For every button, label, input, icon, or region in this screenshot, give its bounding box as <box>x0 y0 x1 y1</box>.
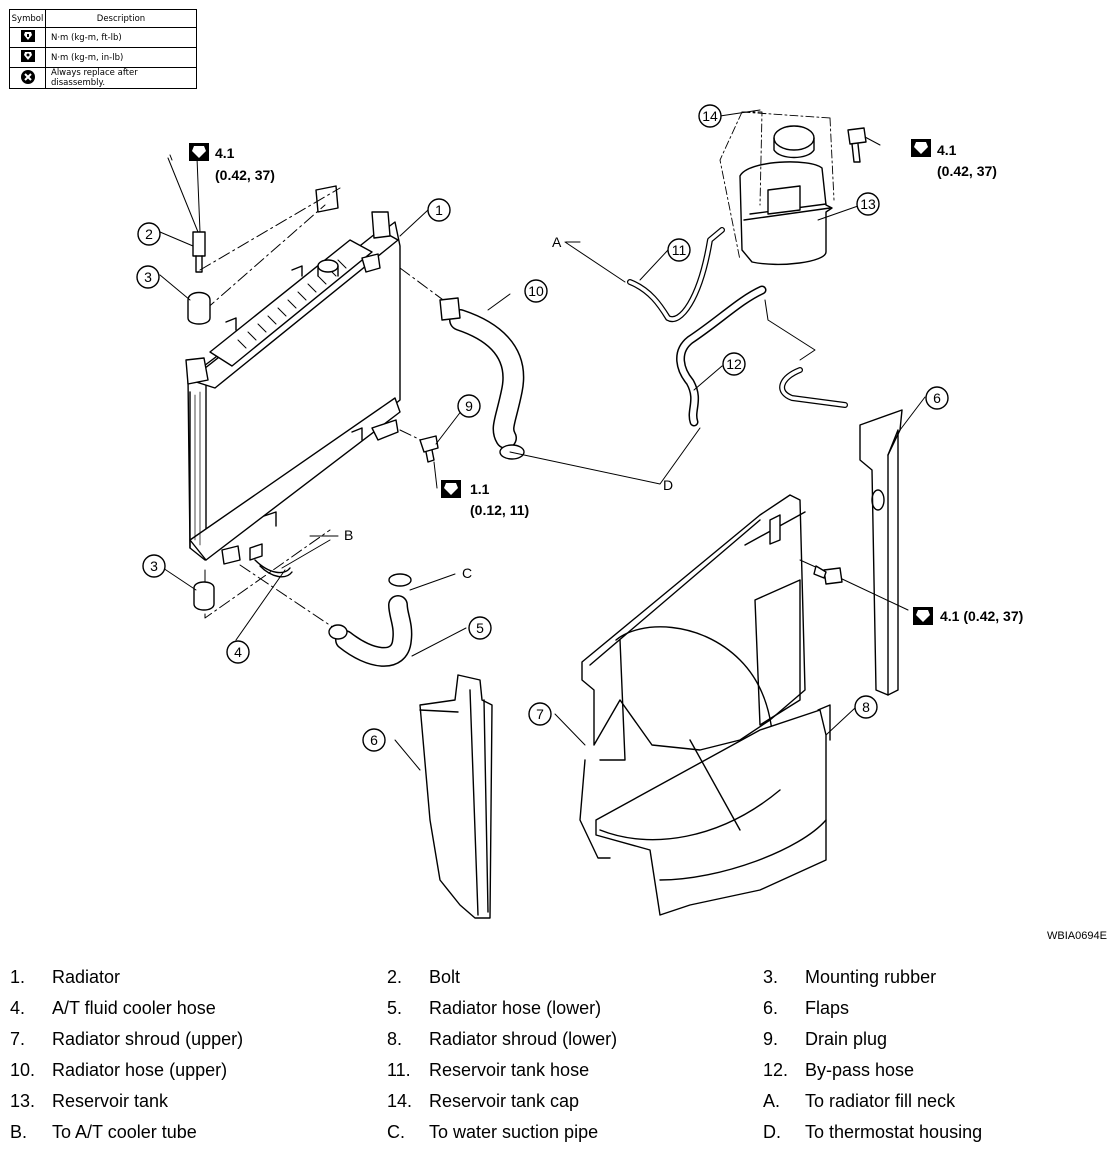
svg-text:(0.42, 37): (0.42, 37) <box>215 167 275 183</box>
svg-text:6: 6 <box>370 732 378 748</box>
callout-2: 2 <box>137 222 161 246</box>
svg-text:4.1 (0.42, 37): 4.1 (0.42, 37) <box>940 608 1023 624</box>
callout-10: 10 <box>524 279 548 303</box>
callout-8: 8 <box>854 695 878 719</box>
svg-text:2: 2 <box>145 226 153 242</box>
letter-c: C <box>462 565 472 581</box>
svg-text:8: 8 <box>862 699 870 715</box>
flap-right-drawing <box>859 409 903 696</box>
letter-d: D <box>663 477 673 493</box>
svg-text:4.1: 4.1 <box>215 145 235 161</box>
cooling-system-exploded-view: 1 2 3 3 4 5 6 6 7 8 9 10 11 12 13 14 A B… <box>136 104 1023 919</box>
drain-plug-drawing <box>419 435 439 463</box>
leader-line <box>196 157 201 233</box>
torque-wrench-icon <box>9 27 46 48</box>
svg-text:13: 13 <box>860 196 876 212</box>
svg-text:7: 7 <box>536 706 544 722</box>
tank-bolt-drawing <box>847 127 867 163</box>
callout-9: 9 <box>457 394 481 418</box>
reservoir-tank-drawing <box>719 111 835 266</box>
callout-14: 14 <box>698 104 722 128</box>
svg-text:14: 14 <box>702 108 718 124</box>
callout-5: 5 <box>468 616 492 640</box>
shroud-bolt-drawing <box>813 565 843 585</box>
svg-text:5: 5 <box>476 620 484 636</box>
guide-lines <box>169 154 451 633</box>
svg-text:(0.42, 37): (0.42, 37) <box>937 163 997 179</box>
bolt-drawing <box>192 231 206 273</box>
symbol-legend: Symbol Description N·m (kg-m, ft-lb) N·m… <box>9 9 197 89</box>
svg-text:11: 11 <box>672 242 687 258</box>
callout-3: 3 <box>136 265 160 289</box>
callout-4: 4 <box>226 640 250 664</box>
letter-b: B <box>344 527 353 543</box>
figure-code: WBIA0694E <box>1047 930 1107 942</box>
torque-reservoir-bolt: 4.1 (0.42, 37) <box>911 139 997 179</box>
svg-text:1.1: 1.1 <box>470 481 490 497</box>
callout-6-right: 6 <box>925 386 949 410</box>
svg-text:3: 3 <box>144 269 152 285</box>
callout-13: 13 <box>856 192 880 216</box>
leader-lines <box>159 109 926 771</box>
radiator-drawing <box>185 211 401 565</box>
torque-shroud-bolt: 4.1 (0.42, 37) <box>913 607 1023 625</box>
svg-text:12: 12 <box>726 356 742 372</box>
svg-text:3: 3 <box>150 558 158 574</box>
shroud-lower-drawing <box>595 704 831 916</box>
at-cooler-hose <box>254 559 291 574</box>
legend-description: Always replace after disassembly. <box>45 67 197 89</box>
letter-a: A <box>552 234 562 250</box>
leader-line <box>167 157 199 233</box>
callout-3-lower: 3 <box>142 554 166 578</box>
svg-text:1: 1 <box>435 202 443 218</box>
callout-6-left: 6 <box>362 728 386 752</box>
svg-text:(0.12, 11): (0.12, 11) <box>470 502 529 518</box>
torque-drain-plug: 1.1 (0.12, 11) <box>441 480 529 518</box>
torque-bolt-top: 4.1 (0.42, 37) <box>189 143 275 183</box>
callout-11: 11 <box>667 238 691 262</box>
flap-left-drawing <box>419 674 493 919</box>
svg-text:4: 4 <box>234 644 242 660</box>
mounting-rubber-drawing <box>187 291 215 611</box>
shroud-upper-drawing <box>579 494 806 859</box>
callout-7: 7 <box>528 702 552 726</box>
svg-text:4.1: 4.1 <box>937 142 957 158</box>
svg-text:9: 9 <box>465 398 473 414</box>
svg-text:6: 6 <box>933 390 941 406</box>
fill-cap-drawing <box>315 185 339 213</box>
replace-part-icon <box>9 67 46 89</box>
callout-12: 12 <box>722 352 746 376</box>
svg-text:10: 10 <box>528 283 544 299</box>
callout-1: 1 <box>427 198 451 222</box>
